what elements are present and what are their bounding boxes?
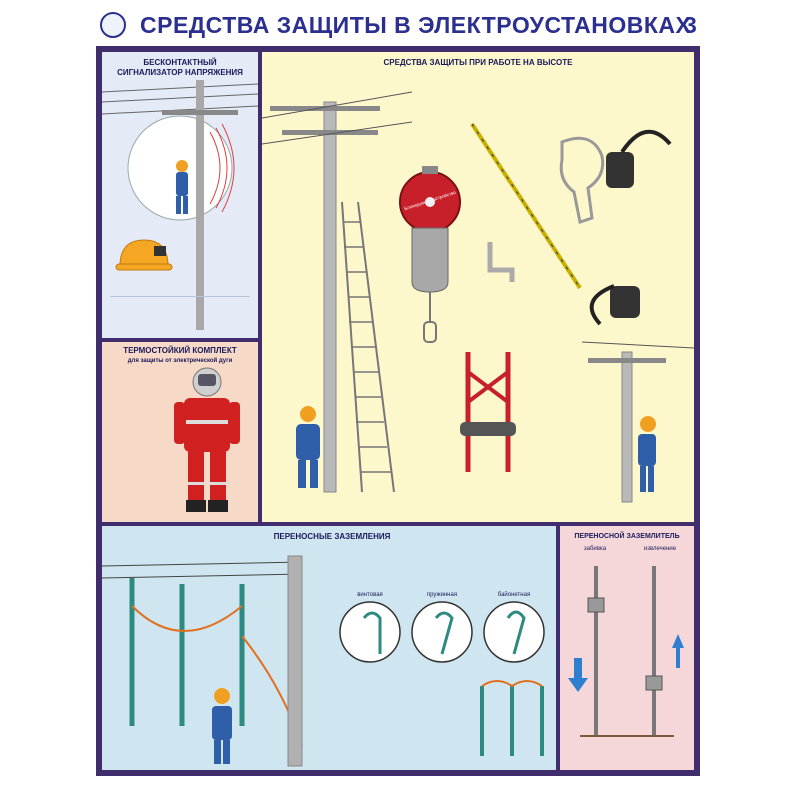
signaler-title: БЕСКОНТАКТНЫЙ СИГНАЛИЗАТОР НАПРЯЖЕНИЯ <box>102 58 258 78</box>
thermo-caption <box>110 422 158 492</box>
grounding-panel: ПЕРЕНОСНЫЕ ЗАЗЕМЛЕНИЯ <box>102 526 556 770</box>
footer-right <box>600 782 696 794</box>
clamp-type-screw: винтовая <box>357 592 383 598</box>
poster-frame: БЕСКОНТАКТНЫЙ СИГНАЛИЗАТОР НАПРЯЖЕНИЯ ТЕ… <box>96 46 700 776</box>
rod-col-drive: забивка <box>583 546 607 552</box>
grounding-title: ПЕРЕНОСНЫЕ ЗАЗЕМЛЕНИЯ <box>273 532 391 541</box>
footer-left <box>100 782 260 794</box>
signaler-title-line1: БЕСКОНТАКТНЫЙ <box>143 58 217 67</box>
signaler-title-line2: СИГНАЛИЗАТОР НАПРЯЖЕНИЯ <box>117 68 243 77</box>
height-title: СРЕДСТВА ЗАЩИТЫ ПРИ РАБОТЕ НА ВЫСОТЕ <box>383 58 573 67</box>
signaler-panel: БЕСКОНТАКТНЫЙ СИГНАЛИЗАТОР НАПРЯЖЕНИЯ <box>102 52 258 338</box>
signaler-caption <box>110 296 250 331</box>
signaler-illustration <box>102 80 258 330</box>
thermo-suit-illustration <box>174 367 240 512</box>
thermo-title-line1: ТЕРМОСТОЙКИЙ КОМПЛЕКТ <box>123 346 237 355</box>
clamp-type-bayonet: байонетная <box>497 592 531 598</box>
thermo-panel: ТЕРМОСТОЙКИЙ КОМПЛЕКТ для защиты от элек… <box>102 342 258 522</box>
grounding-illustration <box>102 555 545 767</box>
rod-col-extract: извлечение <box>643 546 677 552</box>
height-panel: СРЕДСТВА ЗАЩИТЫ ПРИ РАБОТЕ НА ВЫСОТЕ <box>262 52 694 522</box>
rod-title: ПЕРЕНОСНОЙ ЗАЗЕМЛИТЕЛЬ <box>574 533 680 540</box>
clamp-type-spring: пружинная <box>426 592 458 598</box>
thermo-title: ТЕРМОСТОЙКИЙ КОМПЛЕКТ для защиты от элек… <box>102 346 258 366</box>
rod-illustration <box>568 566 684 737</box>
height-illustration <box>262 91 694 503</box>
page-number: 3 <box>684 12 697 38</box>
logo-icon <box>100 12 126 38</box>
rod-panel: ПЕРЕНОСНОЙ ЗАЗЕМЛИТЕЛЬ забивка извлечени… <box>560 526 694 770</box>
page-title: СРЕДСТВА ЗАЩИТЫ В ЭЛЕКТРОУСТАНОВКАХ <box>140 12 692 38</box>
thermo-title-line2: для защиты от электрической дуги <box>127 358 233 364</box>
